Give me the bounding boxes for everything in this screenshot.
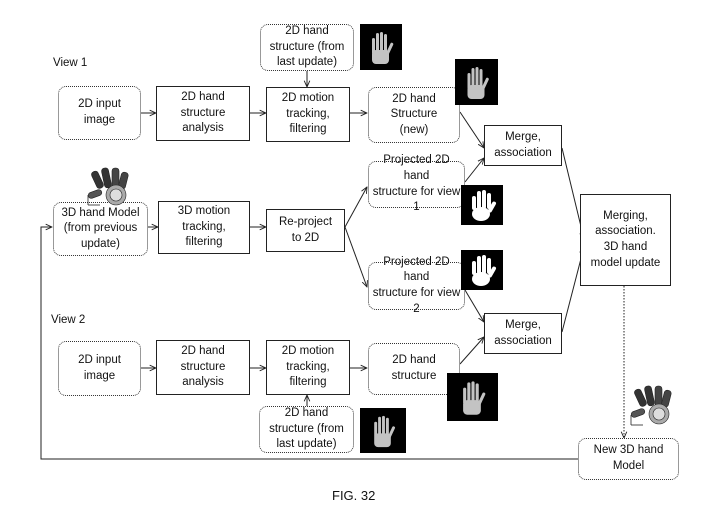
v2-last-update-box: 2D hand structure (from last update) xyxy=(259,406,354,453)
arrow-v2-structure-to-merge2 xyxy=(460,337,484,364)
v1-motion-tracking-box: 2D motion tracking, filtering xyxy=(266,87,350,142)
v1-input-image-box: 2D input image xyxy=(58,86,141,140)
v2-motion-tracking-box: 2D motion tracking, filtering xyxy=(266,340,350,395)
3d-hand-model-icon xyxy=(82,165,142,209)
reproject-to-2d-box: Re-project to 2D xyxy=(266,209,345,252)
arrow-v1-structure-to-merge1 xyxy=(460,112,484,148)
new-3d-hand-model-box: New 3D hand Model xyxy=(578,438,679,480)
arrow-reproject-to-proj2 xyxy=(345,227,367,287)
projected-structure-view1-box: Projected 2D hand structure for view 1 xyxy=(368,161,465,208)
projected-structure-view2-box: Projected 2D hand structure for view 2 xyxy=(368,262,465,310)
v1-hand-structure-analysis-box: 2D hand structure analysis xyxy=(156,86,250,141)
arrow-proj2-to-merge2 xyxy=(465,290,484,322)
view1-label: View 1 xyxy=(53,57,87,69)
v2-hand-structure-analysis-box: 2D hand structure analysis xyxy=(156,340,250,395)
v1-new-structure-hand-thumbnail xyxy=(455,59,498,105)
projected-view1-hand-thumbnail xyxy=(461,185,503,225)
v2-input-image-box: 2D input image xyxy=(58,341,141,396)
v1-last-update-box: 2D hand structure (from last update) xyxy=(260,24,354,71)
merge-association-box-2: Merge, association xyxy=(484,313,562,354)
merging-association-update-box: Merging, association. 3D hand model upda… xyxy=(580,194,671,286)
arrow-proj1-to-merge1 xyxy=(465,158,484,182)
v2-structure-hand-thumbnail xyxy=(447,373,498,421)
merge-association-box-1: Merge, association xyxy=(484,125,562,166)
v1-last-update-hand-thumbnail xyxy=(360,24,402,70)
projected-view2-hand-thumbnail xyxy=(461,250,503,290)
motion-3d-tracking-box: 3D motion tracking, filtering xyxy=(158,201,250,254)
v2-last-update-hand-thumbnail xyxy=(360,408,406,453)
arrow-reproject-to-proj1 xyxy=(345,187,367,227)
model-from-previous-update-box: 3D hand Model (from previous update) xyxy=(53,202,148,256)
figure-caption: FIG. 32 xyxy=(332,488,375,503)
v1-hand-structure-new-box: 2D hand Structure (new) xyxy=(368,87,460,143)
view2-label: View 2 xyxy=(51,314,85,326)
new-3d-hand-model-icon xyxy=(625,383,685,429)
